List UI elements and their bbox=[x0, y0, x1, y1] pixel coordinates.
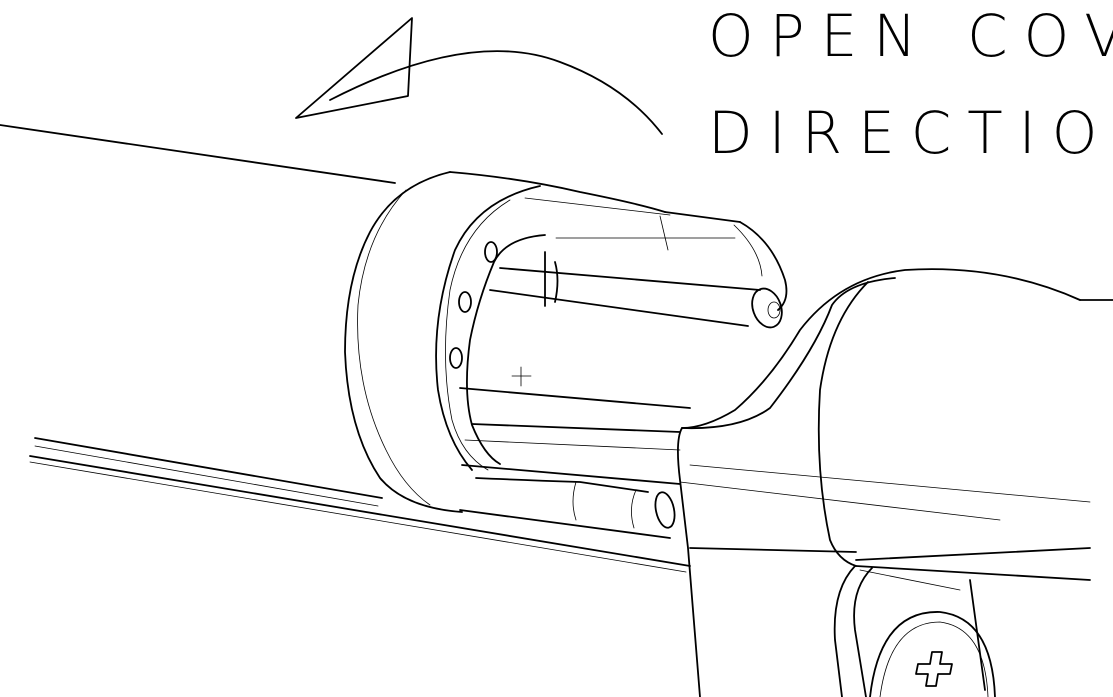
annotation-line-2: DIRECTIO bbox=[708, 99, 1113, 167]
tube-body bbox=[0, 124, 691, 573]
right-housing bbox=[677, 268, 1113, 697]
crosshair-icon bbox=[511, 366, 532, 387]
bottom-bracket bbox=[833, 565, 986, 697]
inner-opening bbox=[435, 185, 788, 471]
annotation-line-1: OPEN COV bbox=[708, 2, 1113, 70]
ring-holes bbox=[449, 241, 498, 369]
collar-ring bbox=[344, 171, 741, 513]
phillips-screw-icon bbox=[869, 611, 996, 697]
lower-rod bbox=[459, 387, 691, 529]
upper-rod bbox=[489, 251, 783, 329]
curved-arrow-icon bbox=[295, 17, 663, 135]
